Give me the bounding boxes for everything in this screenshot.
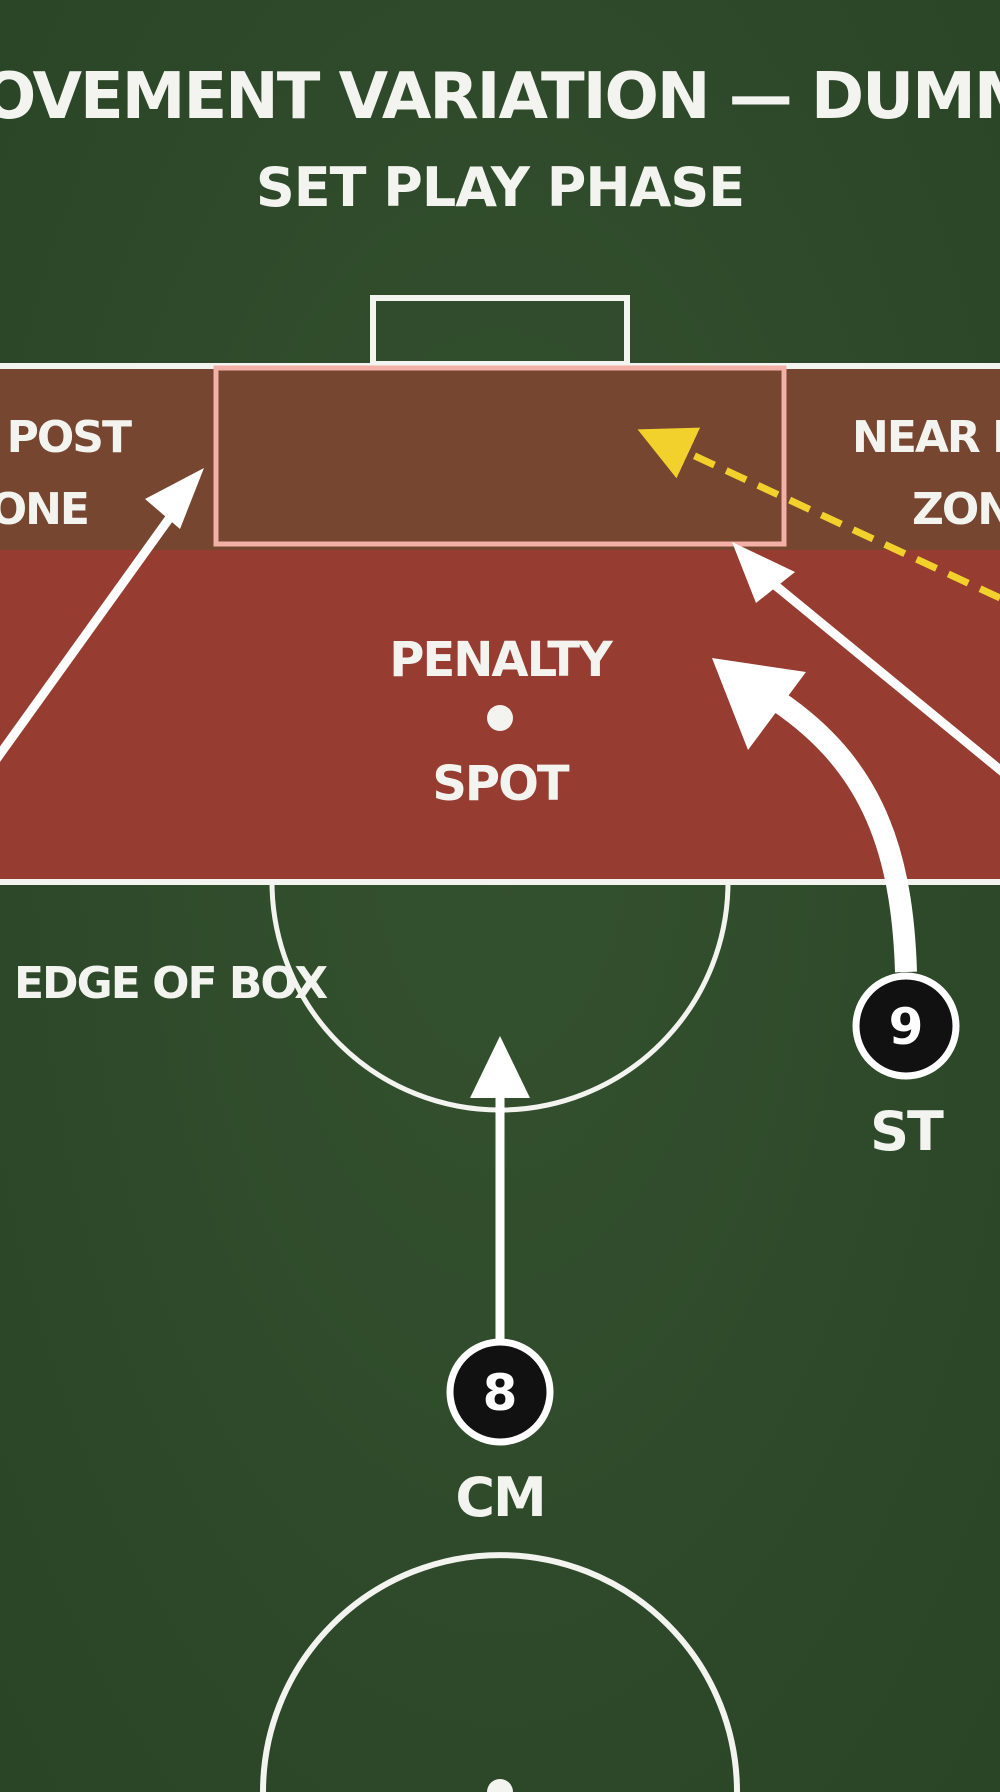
six-yard-box — [213, 365, 787, 547]
player-9-role: ST — [870, 1100, 944, 1163]
player-striker: 9 ST — [852, 972, 960, 1163]
player-9-marker — [852, 972, 960, 1080]
striker-curved-run-shaft — [764, 686, 917, 973]
diagram-title: MOVEMENT VARIATION — DUMMY — [0, 60, 1000, 134]
player-8-role: CM — [455, 1466, 544, 1529]
left-zone-label-line2: ZONE — [0, 484, 88, 535]
near-post-zone-band — [0, 368, 1000, 550]
player-8-marker — [446, 1338, 554, 1446]
center-spot — [487, 1779, 513, 1792]
center-circle — [260, 1552, 740, 1792]
striker-curved-run-head — [712, 658, 806, 750]
edge-of-box-label: EDGE OF BOX — [14, 958, 328, 1009]
right-run-arrow-shaft — [767, 577, 1000, 776]
penalty-label-line1: PENALTY — [389, 632, 614, 688]
right-zone-label-line1: NEAR POST — [852, 412, 1000, 463]
right-run-arrow-head — [732, 542, 795, 603]
midfielder-run-arrow-head — [470, 1036, 530, 1098]
ball-delivery-arrow — [637, 427, 1000, 602]
player-9-number: 9 — [889, 998, 924, 1056]
right-zone-label-line2: ZONE — [912, 484, 1000, 535]
goal — [370, 295, 630, 367]
left-run-arrow-shaft — [0, 506, 180, 762]
player-8-number: 8 — [483, 1364, 518, 1422]
left-run-arrow-head — [145, 468, 204, 529]
player-midfielder: 8 CM — [446, 1338, 554, 1529]
left-zone-label-line1: NEAR POST — [0, 412, 132, 463]
diagram-subtitle: SET PLAY PHASE — [256, 156, 744, 219]
penalty-label-line2: SPOT — [432, 756, 570, 812]
penalty-spot — [487, 705, 513, 731]
